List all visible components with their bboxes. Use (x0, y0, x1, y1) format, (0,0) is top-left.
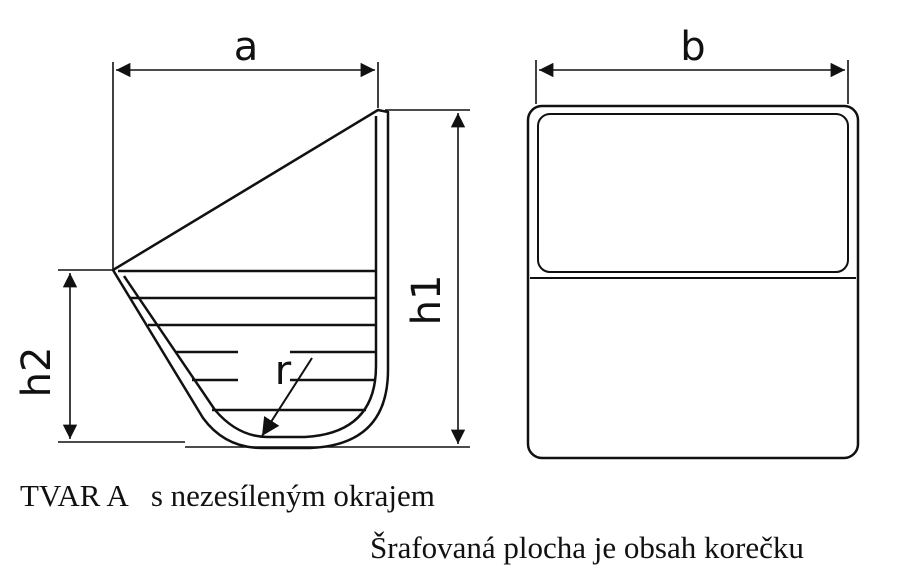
dimension-h1 (185, 109, 470, 448)
bucket-diagram: a b r h1 h2 (14, 24, 860, 460)
dimension-b (535, 60, 849, 104)
caption-note: Šrafovaná plocha je obsah korečku (370, 530, 804, 565)
front-view (526, 104, 860, 460)
dimension-a (112, 62, 379, 270)
hatched-area (118, 269, 376, 412)
caption-shape: TVAR A s nezesíleným okrajem (20, 478, 435, 514)
front-view-outer (526, 104, 860, 460)
label-a: a (234, 24, 259, 70)
label-h2: h2 (14, 347, 60, 398)
caption-shape-desc: s nezesíleným okrajem (150, 478, 435, 513)
dimension-h2 (58, 269, 185, 443)
label-h1: h1 (404, 275, 450, 326)
radius-indicator (261, 357, 313, 437)
side-view-inner-wall (122, 116, 378, 439)
label-r: r (275, 348, 292, 394)
front-view-lip (537, 113, 849, 273)
label-b: b (680, 24, 705, 70)
side-view (111, 108, 390, 450)
caption-shape-name: TVAR A (20, 478, 129, 513)
side-view-outer-profile (111, 108, 390, 450)
